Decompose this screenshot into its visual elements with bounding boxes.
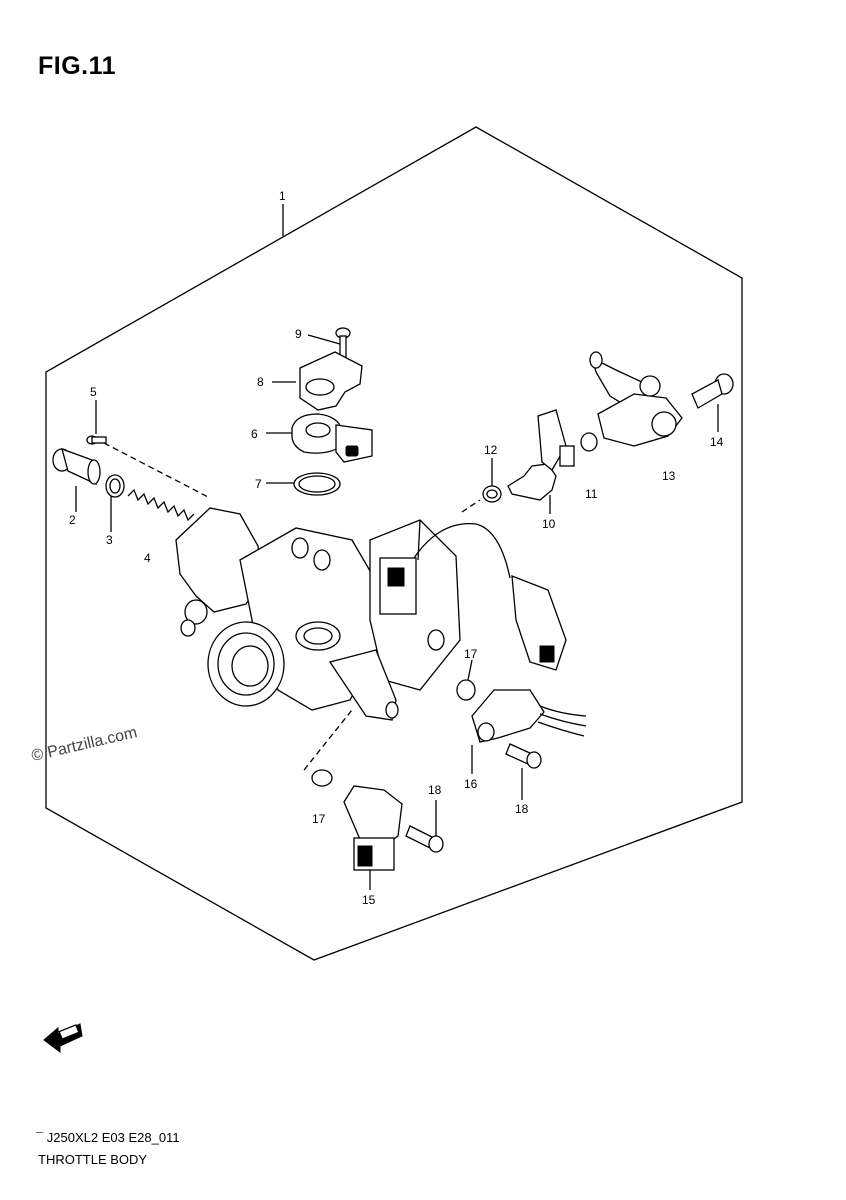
part-11-o-ring[interactable]	[580, 432, 598, 452]
callout-3: 3	[106, 533, 113, 547]
part-5-screw[interactable]	[86, 435, 107, 445]
part-3-washer[interactable]	[105, 474, 125, 498]
callout-9: 9	[295, 327, 302, 341]
callout-18-lower: 18	[428, 783, 442, 797]
callout-labels: 1 2 3 4 5 6 7 8 9 10 11 12 13 14 15 16 1…	[69, 189, 724, 907]
part-14-bolt[interactable]	[691, 373, 734, 409]
part-13-fuel-joint[interactable]	[589, 351, 683, 447]
callout-17-upper: 17	[464, 647, 478, 661]
callout-13: 13	[662, 469, 676, 483]
part-17-o-ring-upper[interactable]	[456, 679, 476, 701]
callout-15: 15	[362, 893, 376, 907]
part-6-sensor[interactable]	[291, 413, 373, 463]
callout-16: 16	[464, 777, 478, 791]
callout-10: 10	[542, 517, 556, 531]
wire-harness	[413, 519, 567, 671]
part-12-o-ring[interactable]	[482, 485, 502, 503]
throttle-body[interactable]	[175, 507, 461, 721]
callout-5: 5	[90, 385, 97, 399]
leader-lines	[75, 334, 719, 890]
callout-17-lower: 17	[312, 812, 326, 826]
callout-8: 8	[257, 375, 264, 389]
fwd-arrow-icon	[43, 1023, 83, 1053]
callout-11: 11	[585, 487, 598, 501]
diagram-code: ¯ J250XL2 E03 E28_011	[36, 1130, 180, 1145]
callout-2: 2	[69, 513, 76, 527]
assembly-boundary	[45, 126, 743, 961]
part-2-adjust-screw[interactable]	[52, 447, 101, 486]
part-15-sensor[interactable]	[343, 785, 403, 871]
part-10-injector[interactable]	[507, 409, 575, 501]
callout-18-right: 18	[515, 802, 529, 816]
callout-14: 14	[710, 435, 724, 449]
diagram-subtitle: THROTTLE BODY	[38, 1152, 148, 1167]
figure-title: FIG.11	[38, 52, 117, 80]
callout-12: 12	[484, 443, 498, 457]
callout-1: 1	[279, 189, 286, 203]
part-17-o-ring-lower[interactable]	[311, 769, 333, 787]
part-4-spring[interactable]	[127, 488, 195, 522]
part-18-bolt-lower[interactable]	[405, 825, 444, 853]
part-8-bracket[interactable]	[299, 351, 363, 411]
callout-7: 7	[255, 477, 262, 491]
part-18-bolt-right[interactable]	[505, 743, 542, 769]
callout-6: 6	[251, 427, 258, 441]
part-16-sensor[interactable]	[471, 689, 587, 743]
callout-4: 4	[144, 551, 151, 565]
